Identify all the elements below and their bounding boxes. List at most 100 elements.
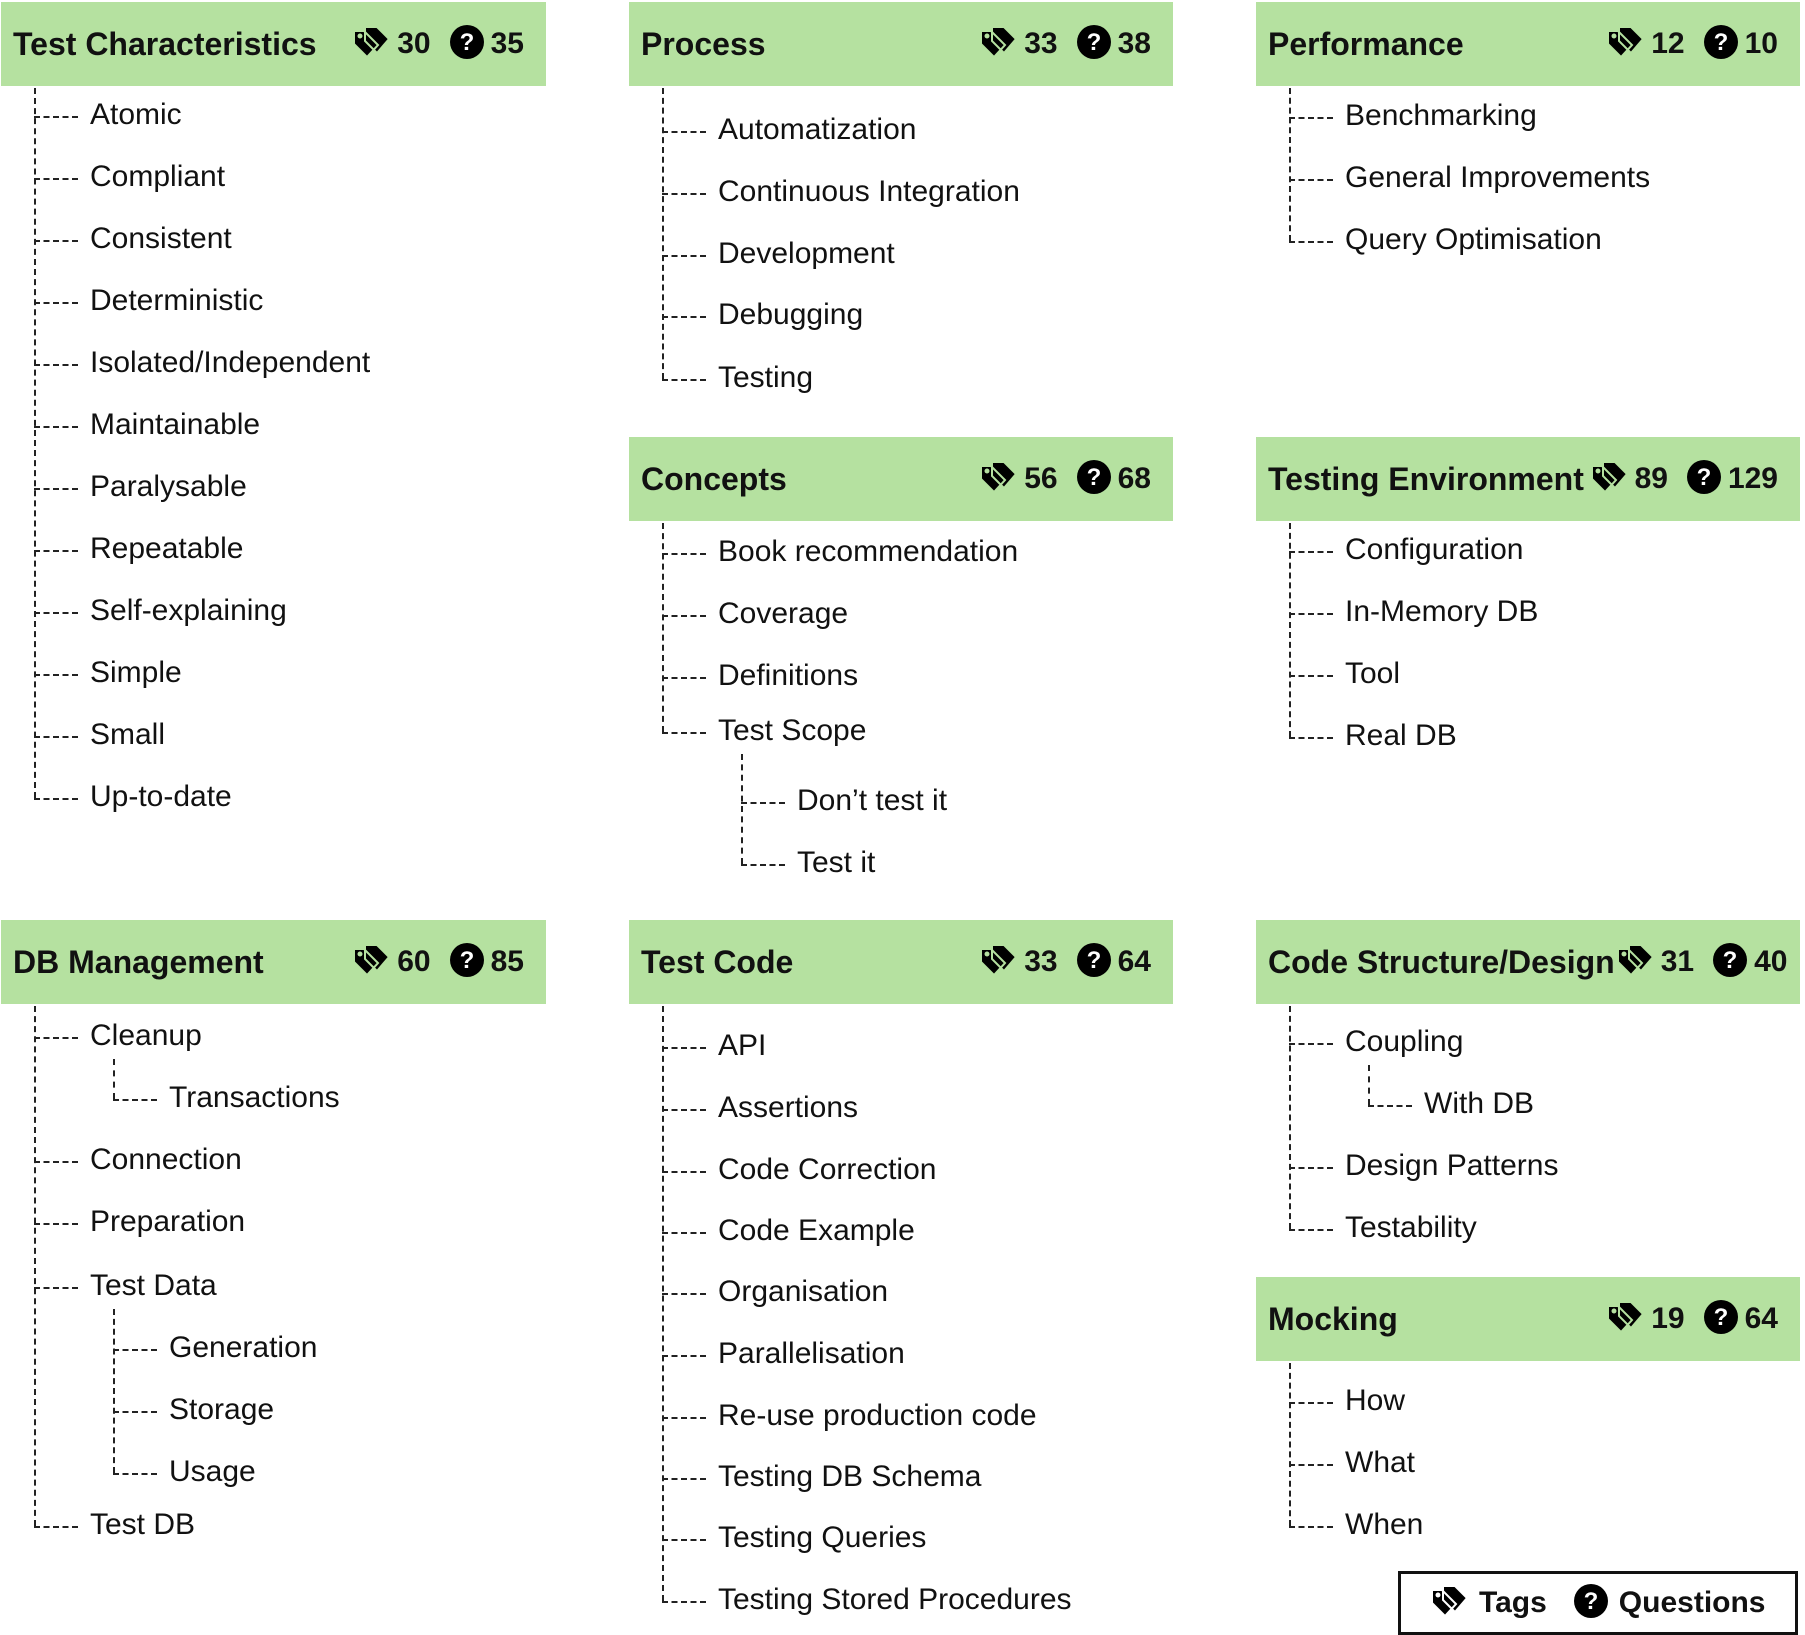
tree-connector	[662, 1109, 706, 1111]
tree-connector	[34, 302, 78, 304]
tree-connector	[113, 1473, 157, 1475]
tree-trunk-line	[1289, 523, 1291, 737]
category-stats: 31?40	[1615, 942, 1796, 983]
tree-item-test-data: Test Data	[90, 1269, 217, 1302]
question-circle-icon: ?	[1693, 1299, 1739, 1340]
tree-branch-line	[113, 1309, 115, 1473]
category-title: Performance	[1268, 25, 1464, 62]
category-title: Test Characteristics	[13, 25, 317, 62]
tree-item-re-use-production-code: Re-use production code	[718, 1399, 1037, 1432]
tree-connector	[741, 864, 785, 866]
tree-item-isolated-independent: Isolated/Independent	[90, 346, 371, 379]
tree-item-test-scope: Test Scope	[718, 714, 867, 747]
tag-icon	[1429, 1584, 1469, 1623]
tree-connector	[662, 1171, 706, 1173]
tree-item-query-optimisation: Query Optimisation	[1345, 223, 1602, 256]
tree-item-when: When	[1345, 1508, 1424, 1541]
tag-count: 12	[1651, 27, 1685, 60]
tree-item-coupling: Coupling	[1345, 1025, 1464, 1058]
tree-connector	[662, 1047, 706, 1049]
tag-count: 30	[397, 27, 431, 60]
tree-item-what: What	[1345, 1446, 1416, 1479]
tree-item-assertions: Assertions	[718, 1091, 859, 1124]
category-stats: 12?10	[1605, 24, 1786, 65]
tree-connector	[662, 316, 706, 318]
svg-text:?: ?	[1086, 947, 1101, 974]
tree-trunk-line	[1289, 1006, 1291, 1229]
question-circle-icon: ?	[1066, 24, 1112, 65]
category-title: Concepts	[641, 460, 787, 497]
tree-connector	[1289, 1229, 1333, 1231]
tree-branch-line	[113, 1059, 115, 1099]
svg-text:?: ?	[1583, 1588, 1598, 1615]
tree-item-real-db: Real DB	[1345, 719, 1457, 752]
tree-connector	[34, 674, 78, 676]
question-count: 129	[1727, 462, 1778, 495]
question-circle-icon: ?	[439, 24, 485, 65]
tree-connector	[741, 802, 785, 804]
tag-count: 60	[397, 945, 431, 978]
category-title: Testing Environment	[1268, 460, 1584, 497]
tree-item-testability: Testability	[1345, 1211, 1477, 1244]
category-title: Code Structure/Design	[1268, 943, 1615, 980]
question-count: 64	[1117, 945, 1151, 978]
tree-connector	[1289, 1167, 1333, 1169]
tree-item-organisation: Organisation	[718, 1275, 889, 1308]
tag-icon	[351, 25, 391, 64]
tree-trunk-line	[662, 88, 664, 379]
tree-item-deterministic: Deterministic	[90, 284, 264, 317]
legend-tags-label: Tags	[1479, 1586, 1547, 1619]
question-count: 64	[1744, 1302, 1778, 1335]
category-stats: 33? 64	[978, 942, 1159, 983]
tree-connector	[113, 1099, 157, 1101]
tag-icon	[1615, 943, 1655, 982]
category-stats: 60?85	[351, 942, 532, 983]
tree-item-coverage: Coverage	[718, 597, 849, 630]
tree-connector	[34, 1037, 78, 1039]
tree-connector	[34, 426, 78, 428]
category-stats: 19?64	[1605, 1299, 1786, 1340]
svg-text:?: ?	[1713, 29, 1728, 56]
tree-item-self-explaining: Self-explaining	[90, 594, 287, 627]
tree-item-configuration: Configuration	[1345, 533, 1524, 566]
legend-questions-label: Questions	[1618, 1586, 1766, 1619]
tree-connector	[34, 1526, 78, 1528]
tree-connector	[34, 550, 78, 552]
question-count: 35	[490, 27, 524, 60]
tree-branch-line	[741, 754, 743, 864]
tree-connector	[1368, 1105, 1412, 1107]
question-circle-icon: ?	[1693, 24, 1739, 65]
tree-connector	[662, 732, 706, 734]
tree-item-automatization: Automatization	[718, 113, 917, 146]
category-header: Performance 12?10	[1256, 2, 1800, 86]
tree-trunk-line	[662, 523, 664, 732]
tree-connector	[662, 1293, 706, 1295]
svg-text:?: ?	[1086, 464, 1101, 491]
tree-item-tool: Tool	[1345, 657, 1401, 690]
svg-text:?: ?	[1086, 29, 1101, 56]
question-circle-icon: ?	[1676, 459, 1722, 500]
category-stats: 33?38	[978, 24, 1159, 65]
tree-item-definitions: Definitions	[718, 659, 859, 692]
tag-count: 33	[1024, 945, 1058, 978]
tree-item-preparation: Preparation	[90, 1205, 246, 1238]
tree-connector	[34, 488, 78, 490]
tree-connector	[1289, 1043, 1333, 1045]
tree-connector	[662, 131, 706, 133]
tree-trunk-line	[34, 88, 36, 798]
tree-item-consistent: Consistent	[90, 222, 232, 255]
question-circle-icon: ?	[1066, 942, 1112, 983]
tree-item-parallelisation: Parallelisation	[718, 1337, 905, 1370]
tree-item-maintainable: Maintainable	[90, 408, 261, 441]
tree-connector	[662, 677, 706, 679]
tree-branch-line	[1368, 1065, 1370, 1105]
tree-connector	[662, 615, 706, 617]
tag-icon	[1605, 1300, 1645, 1339]
tree-item-small: Small	[90, 718, 166, 751]
tree-item-api: API	[718, 1029, 767, 1062]
tree-item-code-example: Code Example	[718, 1214, 915, 1247]
tree-connector	[34, 1287, 78, 1289]
tag-icon	[978, 943, 1018, 982]
tree-item-continuous-integration: Continuous Integration	[718, 175, 1020, 208]
tag-icon	[978, 25, 1018, 64]
